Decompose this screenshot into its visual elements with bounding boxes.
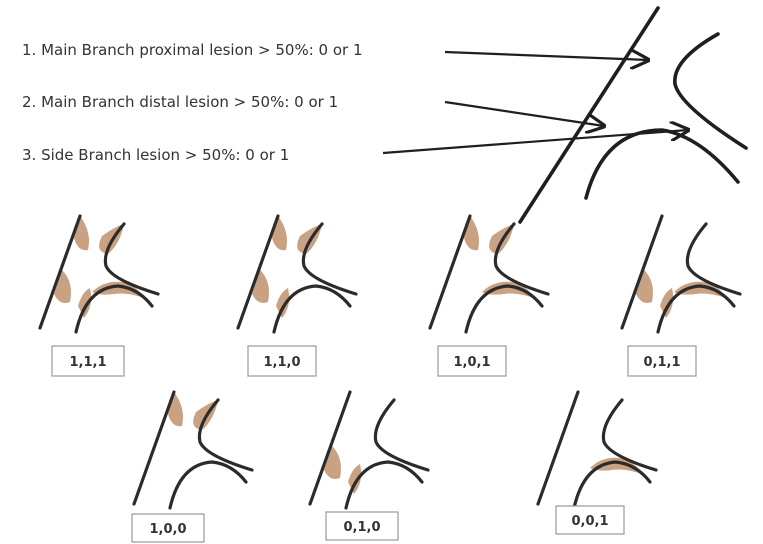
side-branch-wall bbox=[464, 284, 544, 334]
code-text: 1,0,1 bbox=[453, 355, 490, 370]
side-branch-wall bbox=[168, 460, 248, 510]
pointer-arrow-2 bbox=[444, 100, 604, 126]
distal-lesion bbox=[252, 270, 290, 318]
variant-diagram-1-1-1 bbox=[38, 214, 160, 334]
distal-lesion bbox=[636, 270, 674, 318]
main-branch-right-wall bbox=[197, 398, 254, 472]
side-branch-wall bbox=[272, 284, 352, 334]
code-label-1-0-0: 1,0,0 bbox=[131, 513, 205, 543]
code-label-1-1-1: 1,1,1 bbox=[51, 345, 125, 377]
code-text: 0,0,1 bbox=[571, 514, 608, 529]
code-label-0-0-1: 0,0,1 bbox=[555, 505, 625, 535]
criterion-2-label: 2. Main Branch distal lesion > 50%: 0 or… bbox=[22, 93, 338, 111]
code-label-1-1-0: 1,1,0 bbox=[247, 345, 317, 377]
main-branch-left-wall bbox=[536, 390, 580, 506]
main-branch-left-wall bbox=[620, 214, 664, 330]
main-branch-left-wall bbox=[308, 390, 352, 506]
main-branch-right-wall bbox=[301, 222, 358, 296]
code-text: 1,1,0 bbox=[263, 355, 300, 370]
side-branch-wall bbox=[656, 284, 736, 334]
main-branch-left-wall bbox=[38, 214, 82, 330]
side-branch-wall bbox=[572, 460, 652, 510]
code-label-0-1-1: 0,1,1 bbox=[627, 345, 697, 377]
side-branch-wall bbox=[584, 128, 740, 200]
variant-diagram-1-0-0 bbox=[132, 390, 254, 510]
large-bifurcation-schematic bbox=[518, 6, 748, 224]
main-branch-left-wall bbox=[236, 214, 280, 330]
main-branch-right-wall bbox=[601, 398, 658, 472]
code-text: 0,1,0 bbox=[343, 520, 380, 535]
variant-diagram-1-1-0 bbox=[236, 214, 358, 334]
side-branch-wall bbox=[74, 284, 154, 334]
variant-diagram-1-0-1 bbox=[428, 214, 550, 334]
main-branch-right-wall bbox=[373, 398, 430, 472]
code-label-1-0-1: 1,0,1 bbox=[437, 345, 507, 377]
code-text: 0,1,1 bbox=[643, 355, 680, 370]
code-label-0-1-0: 0,1,0 bbox=[325, 511, 399, 541]
main-branch-left-wall bbox=[428, 214, 472, 330]
criterion-1-label: 1. Main Branch proximal lesion > 50%: 0 … bbox=[22, 41, 363, 59]
pointer-arrow-1 bbox=[444, 52, 648, 60]
side-branch-wall bbox=[344, 460, 424, 510]
main-branch-left-wall bbox=[518, 6, 660, 224]
code-text: 1,1,1 bbox=[69, 355, 106, 370]
criterion-3-label: 3. Side Branch lesion > 50%: 0 or 1 bbox=[22, 146, 289, 164]
code-text: 1,0,0 bbox=[149, 522, 186, 537]
main-branch-left-wall bbox=[132, 390, 176, 506]
main-branch-right-wall bbox=[685, 222, 742, 296]
variant-diagram-0-0-1 bbox=[536, 390, 658, 510]
main-branch-right-wall bbox=[673, 32, 748, 150]
distal-lesion bbox=[54, 270, 92, 318]
main-branch-right-wall bbox=[103, 222, 160, 296]
distal-lesion bbox=[324, 446, 362, 494]
variant-diagram-0-1-0 bbox=[308, 390, 430, 510]
variant-diagram-0-1-1 bbox=[620, 214, 742, 334]
main-branch-right-wall bbox=[493, 222, 550, 296]
